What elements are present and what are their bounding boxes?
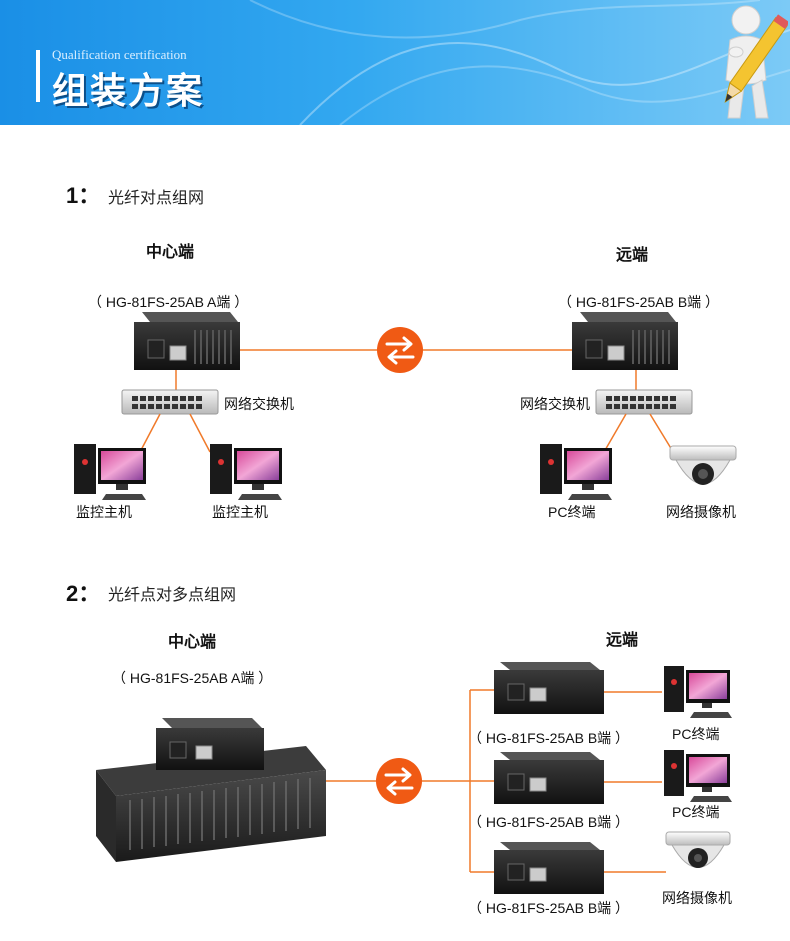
section1-remote-label: 远端 <box>616 247 649 264</box>
section2-number: 2： <box>66 581 101 606</box>
monitoring-host-pc-2 <box>210 444 282 500</box>
swap-arrows-icon <box>377 327 423 373</box>
swap-arrows-icon <box>376 758 422 804</box>
section2-diagram <box>96 662 732 894</box>
section1-pc2-label: 监控主机 <box>212 504 268 520</box>
banner-wave-decoration <box>249 0 790 125</box>
media-converter-a <box>156 718 264 770</box>
section1-center-label: 中心端 <box>146 244 195 261</box>
section1-center-model: （ HG-81FS-25AB A端 ） <box>88 294 249 310</box>
page-title: 组装方案 <box>52 70 205 111</box>
section1-switch-left-label: 网络交换机 <box>224 396 294 412</box>
rack-chassis <box>96 746 326 862</box>
section1-remote-model: （ HG-81FS-25AB B端 ） <box>558 294 720 310</box>
header-banner: Qualification certification 组装方案 <box>0 0 790 125</box>
pencil-mascot-icon <box>724 5 788 119</box>
banner-subtitle: Qualification certification <box>52 47 187 62</box>
pc-terminal-2 <box>664 750 732 802</box>
section2-title: 光纤点对多点组网 <box>108 587 237 604</box>
media-converter-b-1 <box>494 662 604 714</box>
network-switch-right <box>595 389 693 415</box>
media-converter-a <box>134 312 240 370</box>
section1-pc1-label: 监控主机 <box>76 504 132 520</box>
section2-remote-model-2: （ HG-81FS-25AB B端 ） <box>468 814 630 830</box>
section2-remote-model-3: （ HG-81FS-25AB B端 ） <box>468 900 630 916</box>
section1-title: 光纤对点组网 <box>108 190 205 207</box>
network-switch-left <box>121 389 219 415</box>
section2-remote-device-3: 网络摄像机 <box>662 890 732 906</box>
pc-terminal <box>540 444 612 500</box>
banner-accent-bar <box>36 50 40 102</box>
media-converter-b <box>572 312 678 370</box>
pc-terminal-1 <box>664 666 732 718</box>
section1-camera-label: 网络摄像机 <box>666 504 736 520</box>
monitoring-host-pc-1 <box>74 444 146 500</box>
section1-pc3-label: PC终端 <box>548 504 596 520</box>
section2-remote-model-1: （ HG-81FS-25AB B端 ） <box>468 730 630 746</box>
section2-remote-device-1: PC终端 <box>672 726 720 742</box>
section2-center-label: 中心端 <box>168 634 217 651</box>
section2-center-model: （ HG-81FS-25AB A端 ） <box>112 670 273 686</box>
section1-diagram <box>74 312 737 500</box>
section1-number: 1： <box>66 183 101 208</box>
network-camera-icon <box>669 445 737 485</box>
media-converter-b-2 <box>494 752 604 804</box>
media-converter-b-3 <box>494 842 604 894</box>
section2-remote-label: 远端 <box>606 632 639 649</box>
section2-remote-device-2: PC终端 <box>672 804 720 820</box>
network-camera-icon <box>665 831 731 868</box>
section1-switch-right-label: 网络交换机 <box>520 396 590 412</box>
